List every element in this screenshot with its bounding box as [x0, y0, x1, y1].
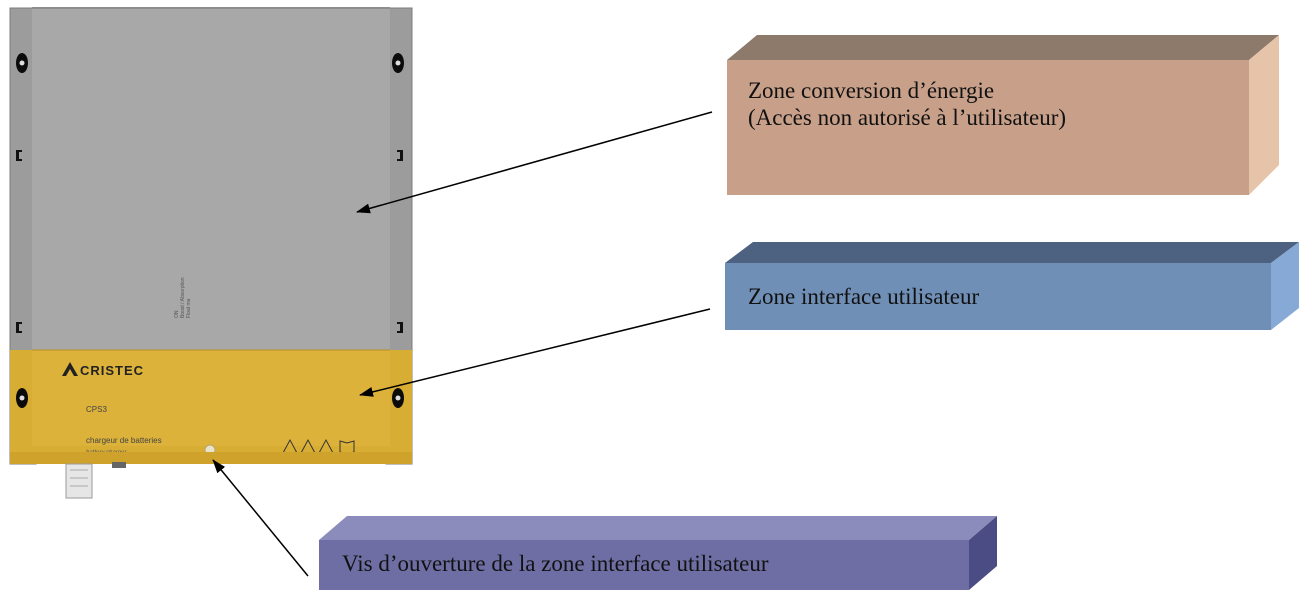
callout-screw-text: Vis d’ouverture de la zone interface uti… — [342, 551, 769, 576]
callout-interface — [725, 242, 1299, 330]
callout-interface-text: Zone interface utilisateur — [748, 284, 980, 309]
arrow-interface — [359, 308, 711, 397]
product-name-fr: chargeur de batteries — [86, 436, 162, 445]
brand-name: CRISTEC — [80, 363, 144, 378]
callout-screw — [319, 516, 997, 590]
status-label-boost: Boost / Absorption — [180, 277, 186, 318]
callout-energy-line-1: Zone conversion d’énergie — [748, 78, 995, 103]
status-label-on: ON — [174, 310, 180, 318]
callout-energy-line-2: (Accès non autorisé à l’utilisateur) — [748, 105, 1067, 130]
status-led-labels: ON Boost / Absorption Float ma — [174, 277, 192, 318]
energy-conversion-zone — [32, 8, 390, 350]
cable-gland — [65, 462, 126, 499]
arrow-energy — [356, 111, 713, 214]
status-label-float: Float ma — [186, 298, 192, 318]
mounting-slot — [16, 150, 403, 333]
model-name: CPS3 — [86, 405, 107, 414]
mounting-hole — [16, 53, 404, 408]
cristec-logo: CRISTEC — [62, 362, 144, 378]
callout-energy — [727, 35, 1279, 195]
charger-device: ON Boost / Absorption Float ma CRISTEC C… — [9, 7, 413, 499]
arrow-screw — [212, 459, 309, 577]
